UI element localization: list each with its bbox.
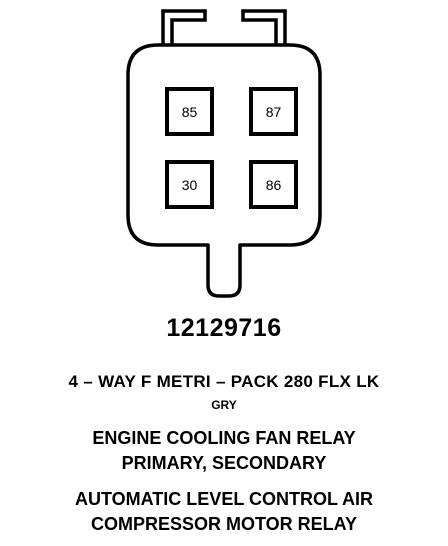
pin-cavity-30 <box>165 160 214 209</box>
part-number: 12129716 <box>166 314 282 342</box>
application-1-line-1: ENGINE COOLING FAN RELAY <box>92 428 356 448</box>
pin-label-30: 30 <box>182 177 198 193</box>
connector-description: 4 – WAY F METRI – PACK 280 FLX LK <box>68 372 380 391</box>
connector-face-diagram: 85 87 30 86 <box>126 9 322 298</box>
application-2-line-2: COMPRESSOR MOTOR RELAY <box>90 514 358 534</box>
application-1-line-2: PRIMARY, SECONDARY <box>121 453 327 473</box>
pin-cavity-85 <box>165 87 214 136</box>
connector-color: GRY <box>211 398 237 412</box>
application-2-line-1: AUTOMATIC LEVEL CONTROL AIR <box>74 489 373 509</box>
connector-latch <box>161 9 287 47</box>
pin-cavity-86 <box>249 160 298 209</box>
pin-cavity-87 <box>249 87 298 136</box>
pin-label-85: 85 <box>182 104 198 120</box>
pin-label-86: 86 <box>266 177 282 193</box>
pin-label-87: 87 <box>266 104 282 120</box>
